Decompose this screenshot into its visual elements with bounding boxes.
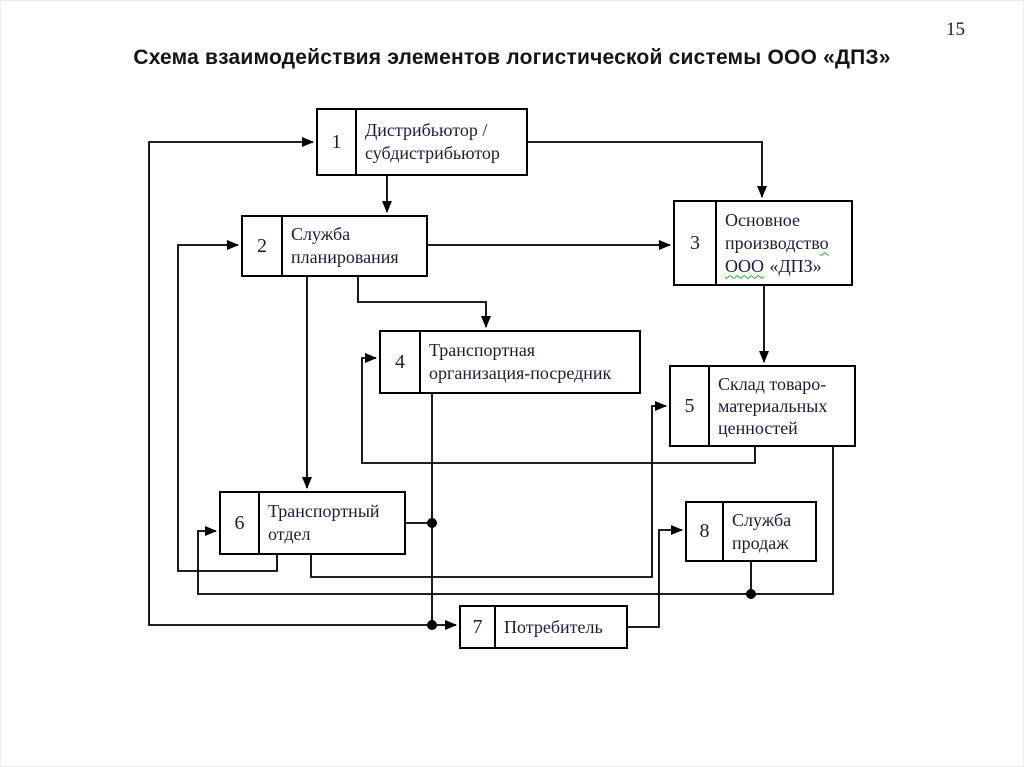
node-8-sales-service: 8 Служба продаж bbox=[685, 501, 817, 562]
node-1-distributor: 1 Дистрибьютор / субдистрибьютор bbox=[316, 108, 528, 176]
node-5-label: Склад товаро- материальных ценностей bbox=[710, 367, 854, 445]
junction-dot bbox=[746, 589, 756, 599]
node-2-label: Служба планирования bbox=[283, 217, 426, 275]
node-6-number: 6 bbox=[221, 493, 260, 553]
edge-1-to-3 bbox=[528, 141, 767, 198]
spellcheck-underline: ООО bbox=[725, 255, 764, 276]
node-3-number: 3 bbox=[675, 202, 717, 284]
node-8-label: Служба продаж bbox=[724, 503, 815, 560]
node-label-line: Транспортная bbox=[429, 340, 536, 360]
node-label-line: Служба bbox=[291, 224, 351, 244]
node-7-number: 7 bbox=[461, 607, 496, 647]
node-label-line: материальных bbox=[718, 396, 828, 416]
node-label-line: Дистрибьютор / bbox=[365, 120, 488, 140]
node-1-number: 1 bbox=[318, 110, 357, 174]
node-label-line: Склад товаро- bbox=[718, 374, 827, 394]
page-number: 15 bbox=[946, 19, 965, 40]
edge-6-to-2 bbox=[177, 240, 278, 572]
node-5-warehouse: 5 Склад товаро- материальных ценностей bbox=[669, 365, 856, 447]
node-7-consumer: 7 Потребитель bbox=[459, 605, 628, 649]
node-4-label: Транспортная организация-посредник bbox=[421, 332, 639, 392]
node-3-label: Основное производство ООО«ДПЗ» bbox=[717, 202, 851, 284]
slide-title: Схема взаимодействия элементов логистиче… bbox=[133, 46, 891, 69]
node-label-line: субдистрибьютор bbox=[365, 143, 500, 163]
node-label-line: Основное bbox=[725, 209, 800, 230]
node-label-line: ООО«ДПЗ» bbox=[725, 255, 822, 276]
node-label-line: Служба bbox=[732, 509, 792, 530]
node-6-transport-department: 6 Транспортный отдел bbox=[219, 491, 406, 555]
spellcheck-underline: о bbox=[819, 232, 829, 253]
edge-5-to-4 bbox=[361, 353, 756, 464]
node-label-line: отдел bbox=[268, 524, 311, 544]
node-7-label: Потребитель bbox=[496, 607, 626, 647]
node-label-line: Потребитель bbox=[504, 616, 603, 637]
node-2-number: 2 bbox=[243, 217, 283, 275]
edge-5-to-6 bbox=[197, 447, 834, 595]
edge-7-to-8 bbox=[628, 525, 683, 628]
node-1-label: Дистрибьютор / субдистрибьютор bbox=[357, 110, 526, 174]
edge-feedback-to-1 bbox=[148, 137, 432, 626]
node-label-line: планирования bbox=[291, 247, 399, 267]
junction-dot bbox=[427, 620, 437, 630]
node-3-main-production: 3 Основное производство ООО«ДПЗ» bbox=[673, 200, 853, 286]
node-label-line: производство bbox=[725, 232, 829, 253]
node-6-label: Транспортный отдел bbox=[260, 493, 404, 553]
node-label-line: ценностей bbox=[718, 418, 798, 438]
node-8-number: 8 bbox=[687, 503, 724, 560]
node-4-number: 4 bbox=[381, 332, 421, 392]
junction-dot bbox=[427, 518, 437, 528]
node-label-line: продаж bbox=[732, 532, 789, 553]
edge-6-to-5 bbox=[310, 401, 667, 578]
node-4-transport-intermediary: 4 Транспортная организация-посредник bbox=[379, 330, 641, 394]
node-2-planning-service: 2 Служба планирования bbox=[241, 215, 428, 277]
node-5-number: 5 bbox=[671, 367, 710, 445]
node-label-line: Транспортный bbox=[268, 501, 380, 521]
node-label-line: организация-посредник bbox=[429, 363, 612, 383]
edge-2-to-4 bbox=[357, 277, 491, 328]
